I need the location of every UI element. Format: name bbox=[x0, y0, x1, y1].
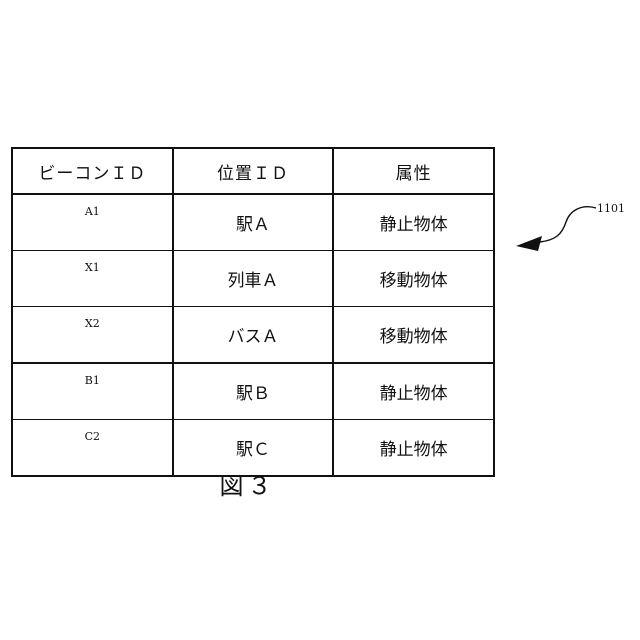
header-attribute: 属性 bbox=[333, 148, 494, 194]
cell-beacon-id: A1 bbox=[12, 194, 173, 251]
cell-attribute: 移動物体 bbox=[333, 307, 494, 364]
cell-beacon-id: B1 bbox=[12, 363, 173, 420]
cell-beacon-id: X2 bbox=[12, 307, 173, 364]
beacon-table: ビーコンＩＤ 位置ＩＤ 属性 A1 駅Ａ 静止物体 X1 列車Ａ 移動物体 X2… bbox=[11, 147, 495, 477]
cell-position-id: 駅Ｂ bbox=[173, 363, 334, 420]
table-header-row: ビーコンＩＤ 位置ＩＤ 属性 bbox=[12, 148, 494, 194]
cell-position-id: 駅Ａ bbox=[173, 194, 334, 251]
cell-attribute: 静止物体 bbox=[333, 363, 494, 420]
table-row: B1 駅Ｂ 静止物体 bbox=[12, 363, 494, 420]
reference-number: 1101 bbox=[597, 202, 625, 215]
table-row: X1 列車Ａ 移動物体 bbox=[12, 251, 494, 307]
table-row: A1 駅Ａ 静止物体 bbox=[12, 194, 494, 251]
header-beacon-id: ビーコンＩＤ bbox=[12, 148, 173, 194]
table-row: X2 バスＡ 移動物体 bbox=[12, 307, 494, 364]
cell-beacon-id: X1 bbox=[12, 251, 173, 307]
cell-position-id: バスＡ bbox=[173, 307, 334, 364]
cell-position-id: 列車Ａ bbox=[173, 251, 334, 307]
header-position-id: 位置ＩＤ bbox=[173, 148, 334, 194]
figure-caption: 図３ bbox=[0, 466, 495, 501]
cell-attribute: 移動物体 bbox=[333, 251, 494, 307]
cell-attribute: 静止物体 bbox=[333, 194, 494, 251]
reference-leader-arrow bbox=[500, 196, 610, 260]
